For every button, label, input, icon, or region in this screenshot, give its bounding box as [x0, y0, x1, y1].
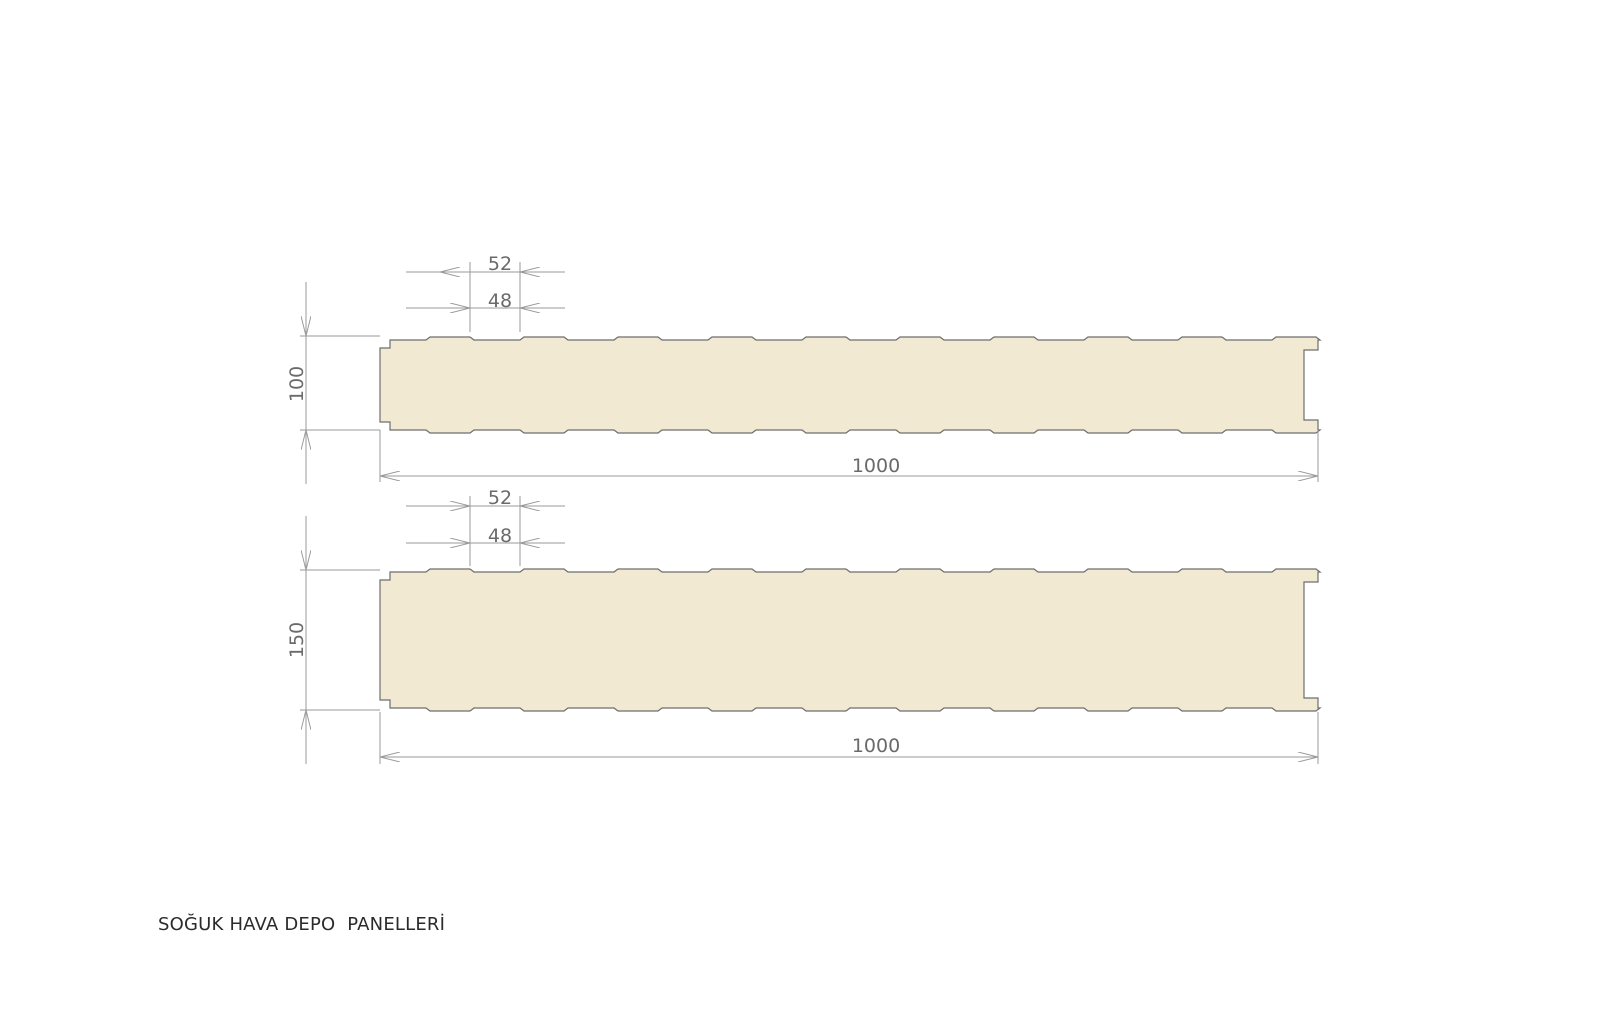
panel-150-rib-bottom-label: 48	[488, 525, 512, 547]
panel-100-profile	[379, 336, 1322, 434]
panel-150-rib-top-label: 52	[488, 487, 512, 509]
panel-100-dimension-lines	[300, 262, 1319, 484]
panel-100-rib-top-label: 52	[488, 253, 512, 275]
drawing-caption: SOĞUK HAVA DEPO PANELLERİ	[158, 914, 446, 935]
panel-150-thickness-label: 150	[286, 622, 308, 658]
panel-100-thickness-label: 100	[286, 366, 308, 402]
panel-100-width-label: 1000	[852, 455, 900, 477]
panel-150-profile	[379, 568, 1322, 712]
panel-100: 52 48 100 1000	[286, 253, 1322, 484]
panel-150-dimension-lines	[300, 496, 1319, 764]
panel-150: 52 48 150 1000	[286, 487, 1322, 764]
panel-150-width-label: 1000	[852, 735, 900, 757]
panel-100-rib-bottom-label: 48	[488, 290, 512, 312]
